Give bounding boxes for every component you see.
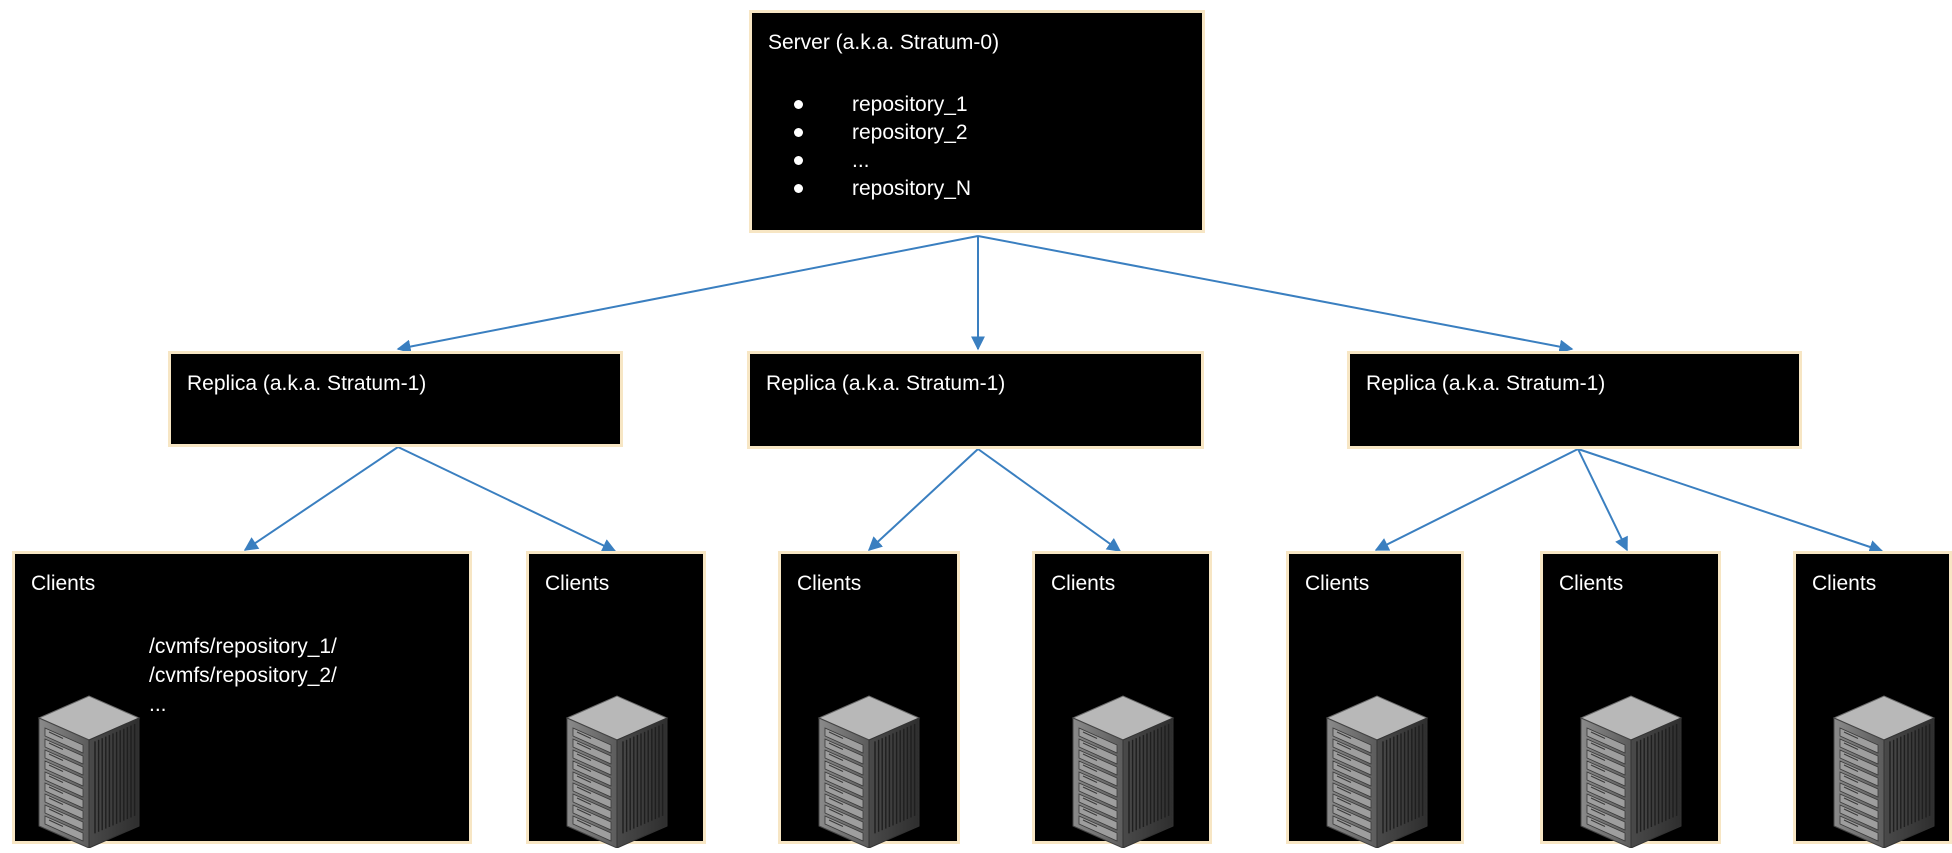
server-rack-icon (1828, 688, 1940, 853)
arrow-replica-2-to-clients-3 (867, 448, 979, 551)
clients-title: Clients (797, 572, 862, 595)
clients-box-5: Clients (1286, 551, 1464, 849)
repository-name: repository_1 (852, 93, 968, 116)
mount-path: /cvmfs/repository_1/ (149, 635, 337, 658)
server-rack-icon (561, 688, 673, 853)
replica-title: Replica (a.k.a. Stratum-1) (1366, 372, 1606, 395)
server-rack-icon (33, 688, 145, 853)
clients-title: Clients (1812, 572, 1877, 595)
repository-item: ... (794, 147, 971, 175)
replica-box-2: Replica (a.k.a. Stratum-1) (747, 351, 1204, 449)
clients-box-7: Clients (1793, 551, 1952, 849)
repository-name: repository_N (852, 177, 972, 200)
arrow-replica-1-to-clients-2 (397, 446, 617, 552)
clients-title: Clients (1051, 572, 1116, 595)
server-title: Server (a.k.a. Stratum-0) (768, 31, 1000, 54)
mount-path: /cvmfs/repository_2/ (149, 664, 337, 687)
clients-title: Clients (1305, 572, 1370, 595)
repository-item: repository_2 (794, 119, 971, 147)
bullet-icon (794, 184, 803, 193)
replica-title: Replica (a.k.a. Stratum-1) (766, 372, 1006, 395)
bullet-icon (794, 100, 803, 109)
server-rack-icon (1321, 688, 1433, 853)
bullet-icon (794, 128, 803, 137)
mounted-paths: /cvmfs/repository_1/ /cvmfs/repository_2… (149, 632, 337, 719)
arrow-replica-3-to-clients-5 (1374, 448, 1579, 551)
repository-name: repository_2 (852, 121, 968, 144)
repository-item: repository_1 (794, 91, 971, 119)
repository-name: ... (852, 149, 870, 172)
arrow-server-to-replica-1 (396, 235, 979, 354)
arrow-server-to-replica-3 (977, 235, 1574, 354)
replica-box-1: Replica (a.k.a. Stratum-1) (168, 351, 623, 447)
server-rack-icon (1575, 688, 1687, 853)
clients-title: Clients (545, 572, 610, 595)
arrow-replica-1-to-clients-1 (243, 446, 399, 551)
clients-box-2: Clients (526, 551, 706, 849)
clients-title: Clients (1559, 572, 1624, 595)
repository-list: repository_1 repository_2 ... repository… (794, 91, 971, 203)
arrow-replica-3-to-clients-7 (1577, 448, 1884, 554)
clients-box-4: Clients (1032, 551, 1212, 849)
clients-box-3: Clients (778, 551, 960, 849)
mount-path: ... (149, 693, 167, 716)
arrow-replica-2-to-clients-4 (977, 448, 1122, 552)
replica-title: Replica (a.k.a. Stratum-1) (187, 372, 427, 395)
arrow-replica-3-to-clients-6 (1577, 448, 1628, 552)
replica-box-3: Replica (a.k.a. Stratum-1) (1347, 351, 1802, 449)
clients-title: Clients (31, 572, 96, 595)
bullet-icon (794, 156, 803, 165)
clients-box-6: Clients (1540, 551, 1721, 849)
server-box: Server (a.k.a. Stratum-0) repository_1 r… (749, 10, 1205, 233)
server-rack-icon (1067, 688, 1179, 853)
repository-item: repository_N (794, 175, 971, 203)
server-rack-icon (813, 688, 925, 853)
clients-box-1: Clients /cvmfs/repository_1/ /cvmfs/repo… (12, 551, 472, 849)
